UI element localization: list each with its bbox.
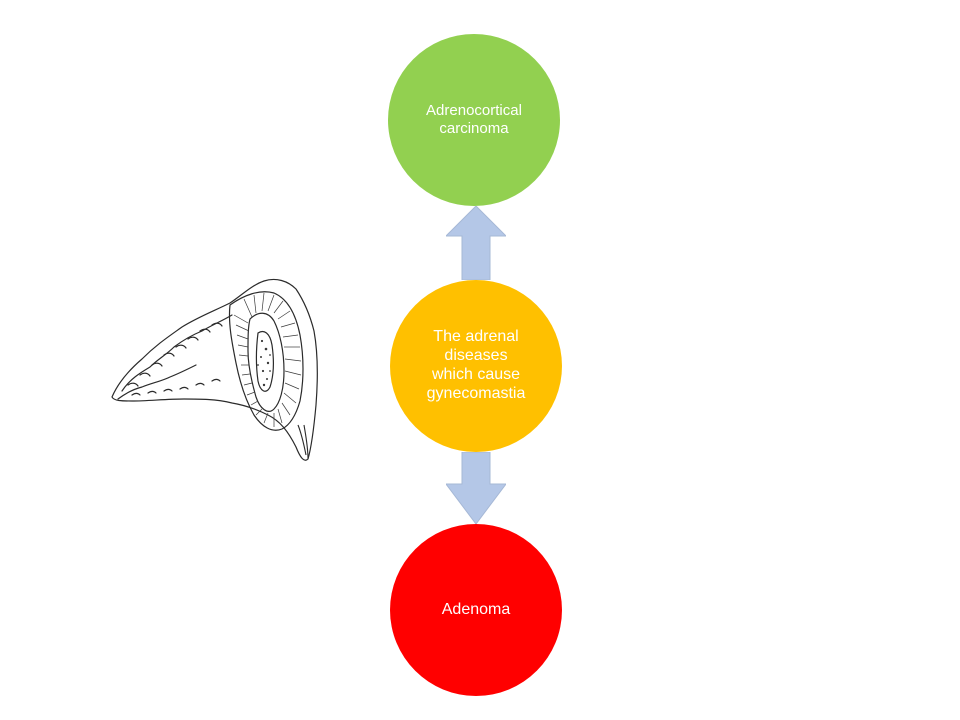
node-adrenocortical-carcinoma-label: Adrenocortical carcinoma (426, 102, 522, 137)
arrow-down-shape (446, 452, 506, 524)
node-adenoma: Adenoma (390, 524, 562, 696)
node-adenoma-label: Adenoma (441, 600, 511, 618)
node-adrenal-diseases-label: The adrenal diseases which cause gynecom… (426, 328, 526, 402)
adrenal-gland-illustration (111, 278, 318, 461)
arrow-up-to-carcinoma (446, 206, 506, 280)
node-adrenal-diseases: The adrenal diseases which cause gynecom… (390, 280, 562, 452)
node-adrenocortical-carcinoma: Adrenocortical carcinoma (388, 34, 560, 206)
arrow-up-shape (446, 206, 506, 280)
arrow-down-to-adenoma (446, 452, 506, 524)
